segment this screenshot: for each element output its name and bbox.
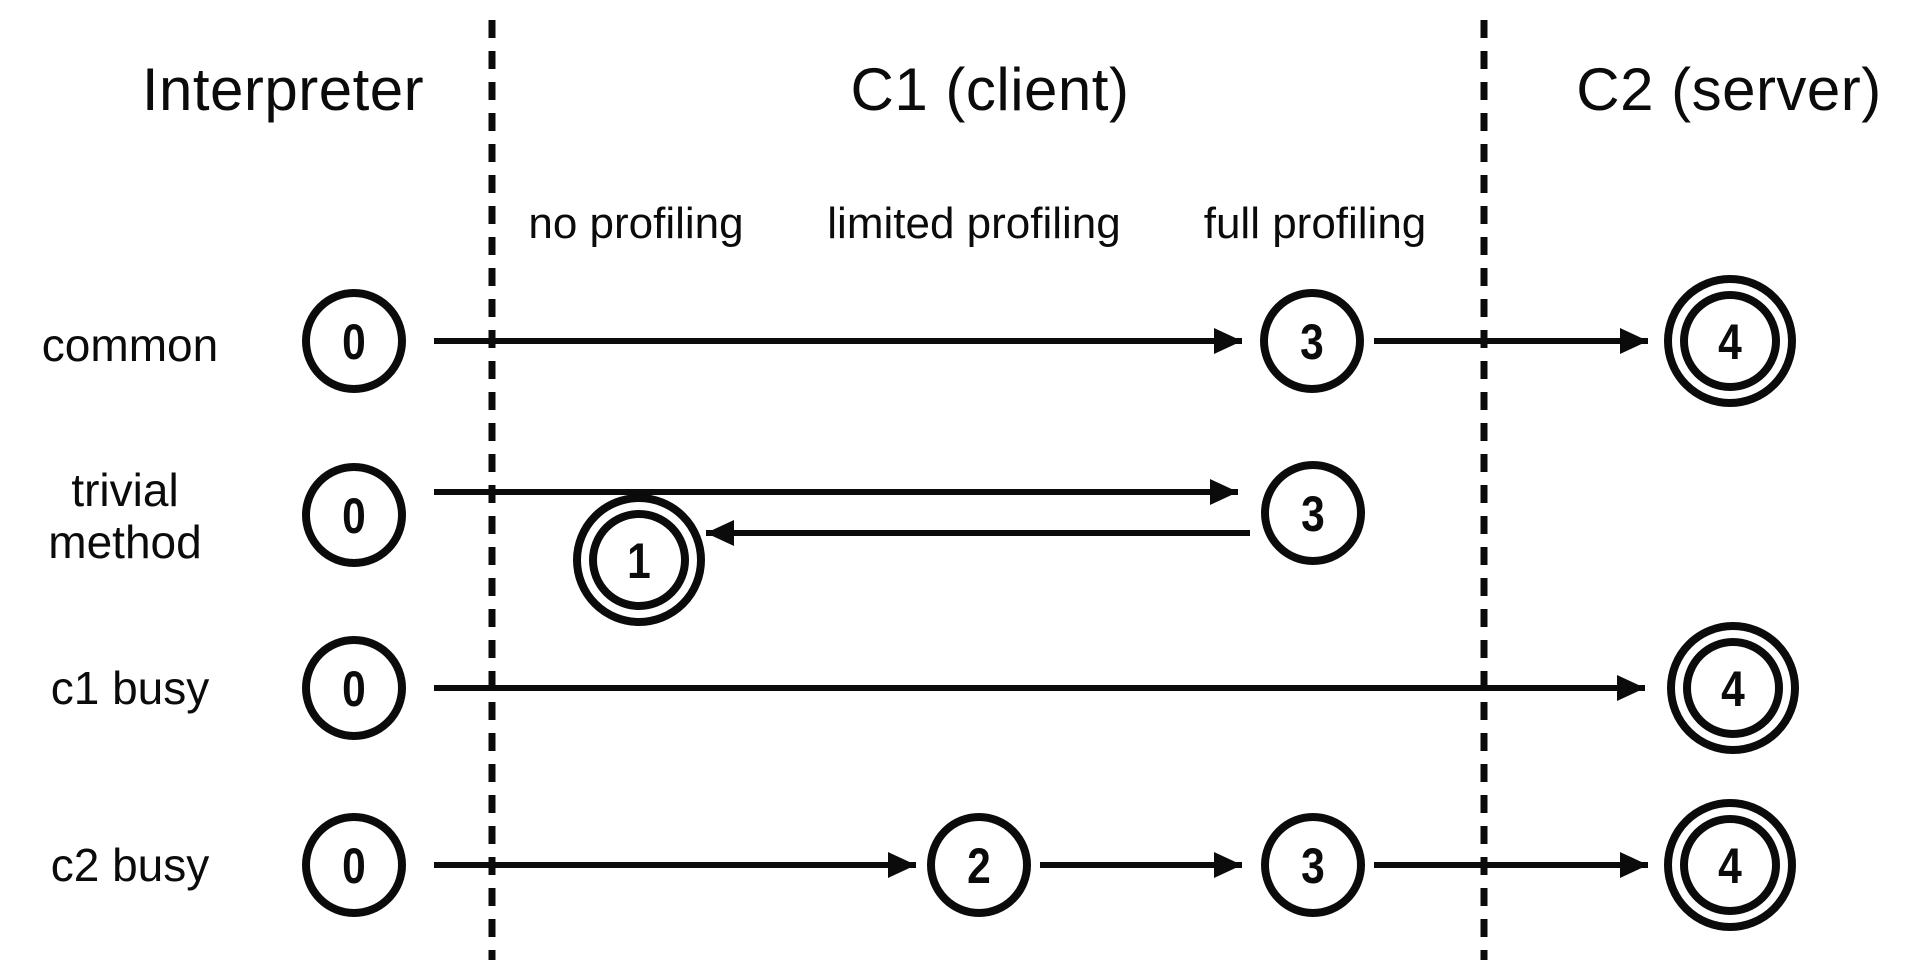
tier-node-value: 0 — [342, 838, 366, 894]
tier-node-value: 4 — [1718, 838, 1742, 894]
tier-node-c1busy-0: 0 — [302, 636, 406, 740]
row-label-method: method — [48, 516, 201, 568]
tier-node-value: 0 — [342, 661, 366, 717]
tier-node-value: 3 — [1301, 486, 1325, 542]
column-title-c2-server: C2 (server) — [1576, 56, 1882, 123]
tier-node-trivial-1-final: 1 — [573, 494, 705, 626]
tier-node-c2busy-3: 3 — [1261, 813, 1365, 917]
tier-node-c2busy-2: 2 — [927, 813, 1031, 917]
sublabel-no-profiling: no profiling — [528, 199, 743, 248]
sublabel-limited-profiling: limited profiling — [827, 199, 1120, 248]
row-c2-busy: c2 busy 0 2 3 — [51, 799, 1796, 931]
tier-node-value: 4 — [1721, 661, 1745, 717]
row-label-c2-busy: c2 busy — [51, 839, 210, 891]
tier-node-value: 0 — [342, 314, 366, 370]
tier-node-c2busy-0: 0 — [302, 813, 406, 917]
row-common: common 0 3 4 — [42, 275, 1796, 407]
column-title-c1-client: C1 (client) — [851, 56, 1130, 123]
row-label-trivial: trivial — [71, 464, 178, 516]
row-trivial-method: trivial method 0 3 1 — [48, 461, 1365, 626]
tier-node-c1busy-4-final: 4 — [1667, 622, 1799, 754]
tier-node-value: 0 — [342, 488, 366, 544]
tier-node-value: 3 — [1301, 838, 1325, 894]
row-label-common: common — [42, 319, 218, 371]
tier-node-common-3: 3 — [1260, 289, 1364, 393]
tier-node-value: 3 — [1300, 314, 1324, 370]
tier-node-trivial-3: 3 — [1261, 461, 1365, 565]
sublabel-full-profiling: full profiling — [1204, 199, 1427, 248]
row-c1-busy: c1 busy 0 4 — [51, 622, 1799, 754]
tier-node-common-4-final: 4 — [1664, 275, 1796, 407]
tier-node-value: 1 — [627, 533, 651, 589]
tier-node-common-0: 0 — [302, 289, 406, 393]
row-label-c1-busy: c1 busy — [51, 662, 210, 714]
tier-node-value: 4 — [1718, 314, 1742, 370]
tier-node-value: 2 — [967, 838, 991, 894]
tier-node-trivial-0: 0 — [302, 463, 406, 567]
column-title-interpreter: Interpreter — [142, 56, 424, 123]
tier-node-c2busy-4-final: 4 — [1664, 799, 1796, 931]
